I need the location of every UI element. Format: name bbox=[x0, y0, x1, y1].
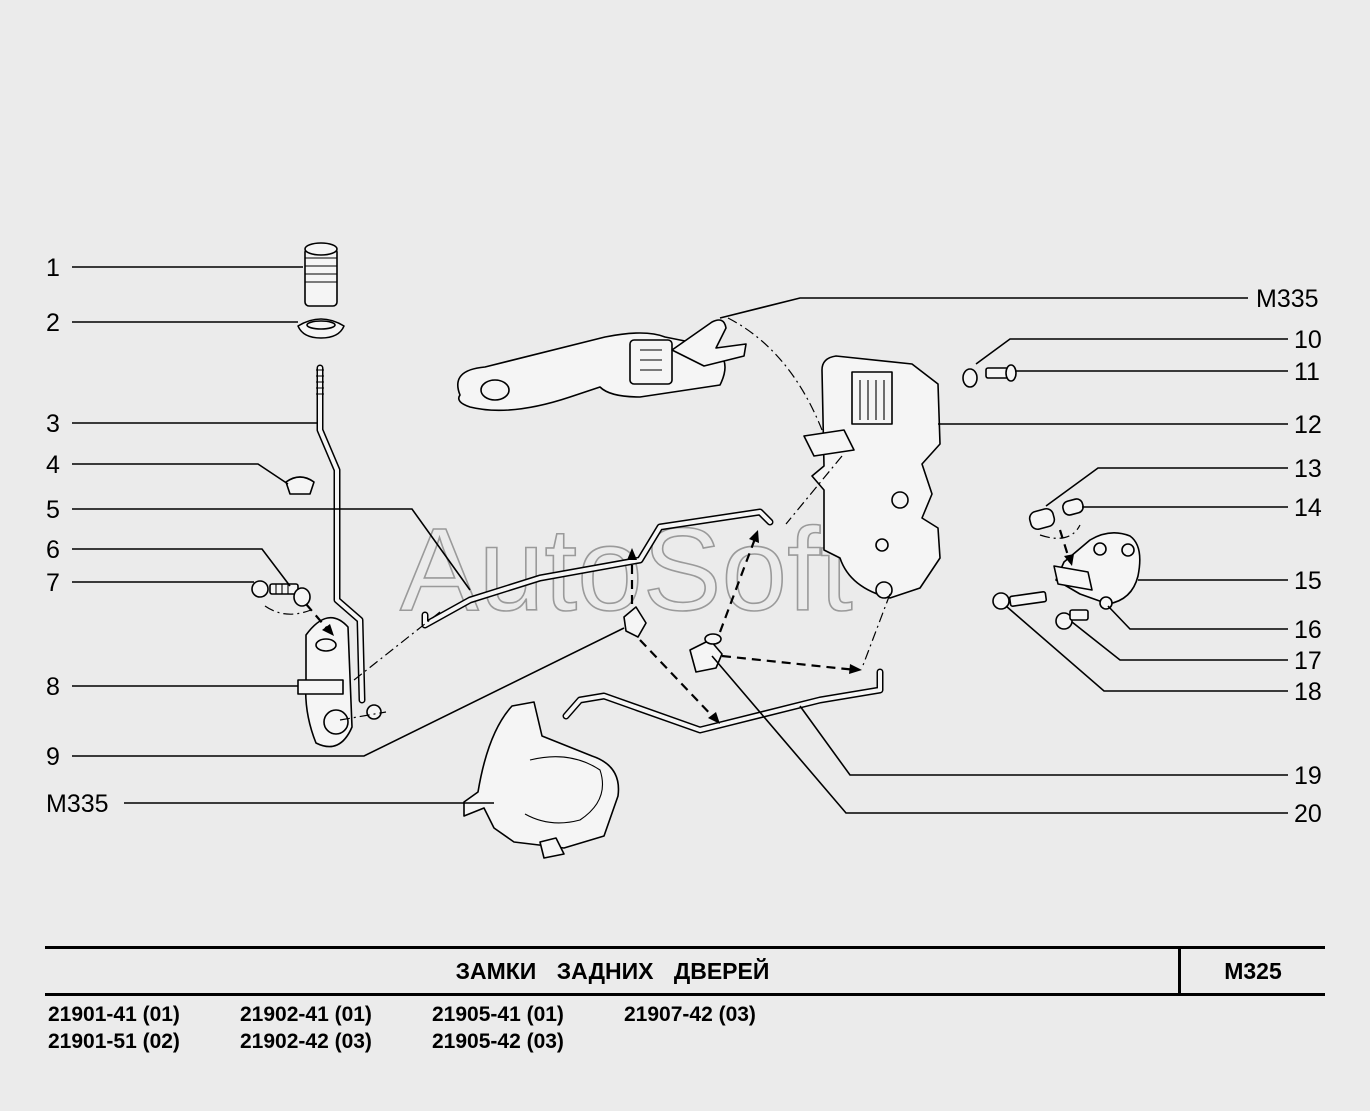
callout-7: 7 bbox=[46, 569, 60, 597]
model-code: 21905-41 (01) bbox=[432, 1003, 564, 1026]
callout-12: 12 bbox=[1294, 411, 1322, 439]
callout-8: 8 bbox=[46, 673, 60, 701]
direction-arrow bbox=[639, 639, 717, 721]
title-block: ЗАМКИ ЗАДНИХ ДВЕРЕЙ M325 bbox=[45, 946, 1325, 996]
callout-13: 13 bbox=[1294, 455, 1322, 483]
callout-10: 10 bbox=[1294, 326, 1322, 354]
model-code: 21907-42 (03) bbox=[624, 1003, 756, 1026]
part-16-18-screws bbox=[992, 591, 1089, 630]
page-title: ЗАМКИ ЗАДНИХ ДВЕРЕЙ bbox=[455, 958, 770, 984]
part-12-lock bbox=[803, 355, 941, 599]
callout-5: 5 bbox=[46, 496, 60, 524]
callout-19: 19 bbox=[1294, 762, 1322, 790]
assembly-line bbox=[727, 317, 823, 431]
callout-m335-right: M335 bbox=[1256, 285, 1319, 313]
inner-handle bbox=[463, 701, 620, 859]
part-8-housing bbox=[297, 617, 382, 748]
callout-1: 1 bbox=[46, 254, 60, 282]
part-5-rod bbox=[421, 508, 774, 629]
assembly-line bbox=[339, 711, 387, 721]
parts-diagram: AutoSoft bbox=[46, 242, 1322, 859]
callouts-left: 1 2 3 4 5 6 7 8 9 M335 bbox=[46, 254, 109, 818]
direction-arrow bbox=[721, 654, 857, 672]
model-code: 21902-42 (03) bbox=[240, 1030, 372, 1053]
callout-17: 17 bbox=[1294, 647, 1322, 675]
part-4-clip bbox=[285, 476, 315, 495]
outer-handle bbox=[457, 319, 747, 412]
assembly-line bbox=[861, 593, 891, 669]
part-20-clip bbox=[689, 633, 723, 673]
callout-9: 9 bbox=[46, 743, 60, 771]
callout-20: 20 bbox=[1294, 800, 1322, 828]
callout-16: 16 bbox=[1294, 616, 1322, 644]
direction-arrow bbox=[718, 535, 758, 633]
part-10-11-screw bbox=[962, 364, 1017, 388]
part-3-lock-rod bbox=[316, 364, 366, 704]
model-code: 21902-41 (01) bbox=[240, 1003, 372, 1026]
callout-15: 15 bbox=[1294, 567, 1322, 595]
part-2-bushing bbox=[297, 318, 345, 339]
callout-3: 3 bbox=[46, 410, 60, 438]
callouts-right: M335 10 11 12 13 14 15 16 17 18 19 20 bbox=[1256, 285, 1322, 828]
model-code: 21901-41 (01) bbox=[48, 1003, 180, 1026]
callout-4: 4 bbox=[46, 451, 60, 479]
page-code: M325 bbox=[1224, 958, 1282, 984]
part-9-lever bbox=[623, 606, 647, 638]
direction-arrow bbox=[1058, 529, 1072, 563]
callout-m335-left: M335 bbox=[46, 790, 109, 818]
title-divider bbox=[1178, 949, 1181, 993]
assembly-line bbox=[353, 611, 441, 681]
callout-11: 11 bbox=[1294, 358, 1320, 386]
part-6-7-screw bbox=[251, 580, 312, 615]
callout-6: 6 bbox=[46, 536, 60, 564]
assembly-line bbox=[785, 455, 843, 525]
model-code: 21905-42 (03) bbox=[432, 1030, 564, 1053]
callout-2: 2 bbox=[46, 309, 60, 337]
model-code: 21901-51 (02) bbox=[48, 1030, 180, 1053]
part-19-rod bbox=[562, 668, 884, 734]
callout-14: 14 bbox=[1294, 494, 1322, 522]
arrow-heads bbox=[322, 530, 1074, 724]
part-1-lock-knob bbox=[304, 242, 338, 307]
callout-18: 18 bbox=[1294, 678, 1322, 706]
leader-lines bbox=[72, 266, 1288, 814]
part-15-striker bbox=[1053, 532, 1141, 610]
part-13-14-bushings bbox=[1028, 498, 1084, 539]
